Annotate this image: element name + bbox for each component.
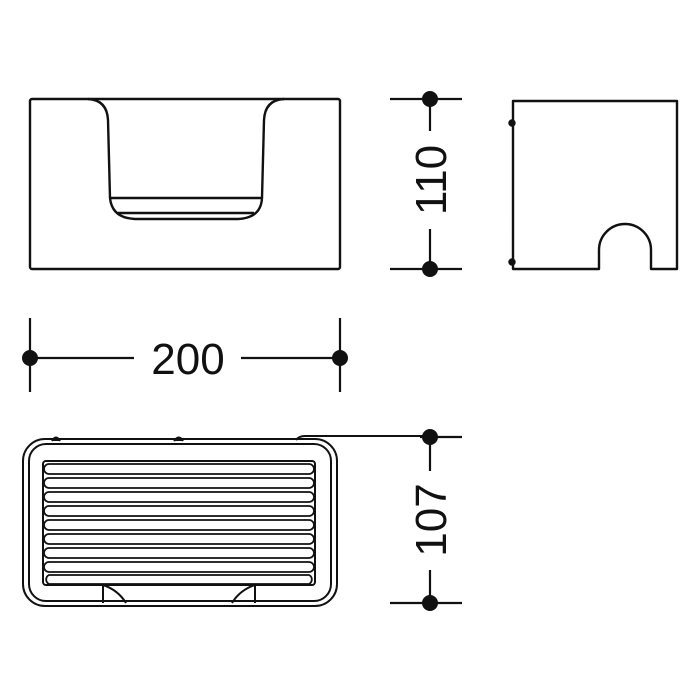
top-view — [22, 435, 430, 607]
dimension-endpoint-dot — [422, 429, 438, 445]
height-dimension-label: 110 — [407, 145, 456, 215]
width-dimension — [22, 318, 348, 392]
depth-dimension — [390, 429, 462, 611]
width-dimension-label: 200 — [151, 335, 224, 384]
dimension-endpoint-dot — [332, 350, 348, 366]
dimension-endpoint-dot — [422, 91, 438, 107]
front-view — [28, 97, 342, 271]
dimension-endpoint-dot — [422, 261, 438, 277]
side-view — [508, 99, 679, 271]
depth-dimension-label: 107 — [407, 483, 456, 556]
dimension-endpoint-dot — [422, 595, 438, 611]
height-dimension — [390, 91, 462, 277]
dimension-endpoint-dot — [22, 350, 38, 366]
grid-slats — [43, 463, 315, 585]
